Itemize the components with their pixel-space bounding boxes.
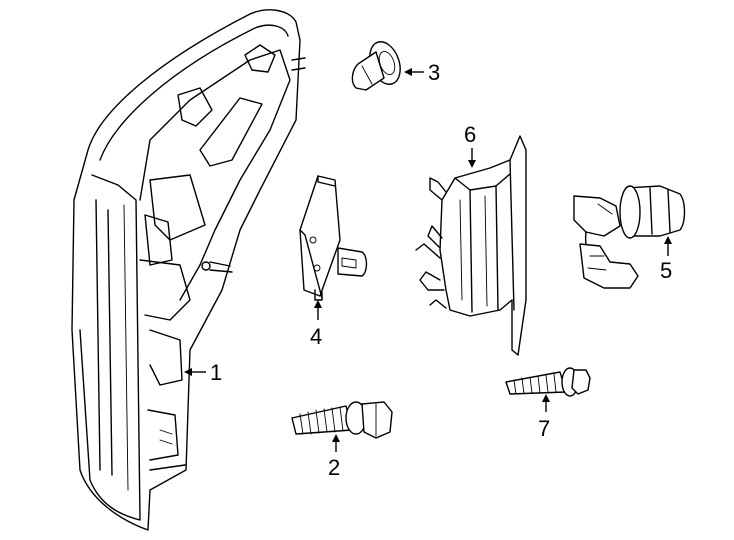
callout-leaders: [184, 68, 672, 452]
callout-1: 1: [210, 360, 222, 385]
lamp-socket-bracket: [415, 135, 527, 356]
callout-5: 5: [660, 258, 672, 283]
bulb-socket-harness: [573, 185, 686, 289]
callout-6: 6: [464, 122, 476, 147]
control-module: [299, 175, 368, 301]
screw-fastener-7: [505, 367, 591, 397]
callout-4: 4: [310, 324, 322, 349]
callout-labels: 1 2 3 4 5 6 7: [210, 60, 672, 480]
screw-fastener-2: [291, 401, 393, 439]
callout-7: 7: [538, 416, 550, 441]
callout-3: 3: [428, 60, 440, 85]
tail-lamp-housing: [71, 9, 306, 531]
callout-2: 2: [328, 455, 340, 480]
push-pin-fastener: [351, 41, 401, 91]
